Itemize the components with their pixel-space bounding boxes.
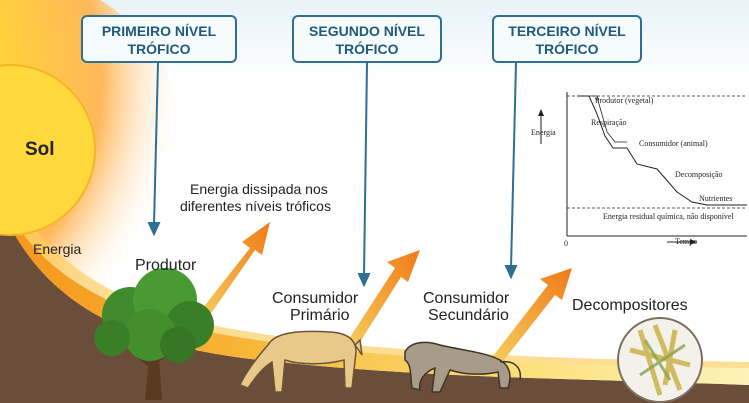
primary-consumer-animal [238,330,363,393]
graph-decomposition-label: Decomposição [675,170,723,179]
arrow-1 [195,222,270,322]
level-box-second: SEGUNDO NÍVEL TRÓFICO [292,15,442,63]
level-third-line2: TRÓFICO [535,41,599,57]
level-first-line2: TRÓFICO [127,41,191,57]
graph-x-axis-label: Tempo [675,237,698,246]
graph-origin-label: 0 [564,239,568,248]
secondary-consumer-label-line2: Secundário [428,307,509,324]
level-box-third: TERCEIRO NÍVEL TRÓFICO [492,15,642,63]
level-first-line1: PRIMEIRO NÍVEL [101,23,217,39]
level-third-line1: TERCEIRO NÍVEL [508,23,626,39]
dissipated-label-line2: diferentes níveis tróficos [180,198,331,214]
graph-respiration-label: Respiração [591,118,627,127]
energy-label: Energia [33,241,82,257]
level-second-line1: SEGUNDO NÍVEL [309,23,425,39]
level-box-first: PRIMEIRO NÍVEL TRÓFICO [81,15,237,63]
level-second-line2: TRÓFICO [335,41,399,57]
graph-nutrients-label: Nutrientes [699,194,733,203]
primary-consumer-label-line2: Primário [290,307,350,324]
decomposers-label: Decompositores [572,297,688,314]
secondary-consumer-animal [404,341,522,393]
sun-label: Sol [25,139,55,160]
graph-y-axis-label: Energia [531,128,556,137]
graph-producer-label: Produtor (vegetal) [595,96,654,105]
dissipation-arrows [195,222,572,365]
graph-residual-label: Energia residual química, não disponível [603,212,734,221]
dissipated-label-line1: Energia dissipada nos [190,181,328,197]
arrow-3 [490,268,572,365]
secondary-consumer-label-line1: Consumidor [423,290,510,307]
energy-time-graph: Energia Tempo 0 Produtor (vegetal) Respi… [527,84,749,254]
graph-lines [538,92,747,245]
sun [0,64,96,236]
decomposers-circle [617,317,703,403]
level-pointers [147,62,518,288]
primary-consumer-label-line1: Consumidor [272,290,359,307]
tree [94,268,214,400]
producer-label: Produtor [135,257,197,274]
graph-consumer-label: Consumidor (animal) [639,139,708,148]
arrow-2 [345,250,420,350]
